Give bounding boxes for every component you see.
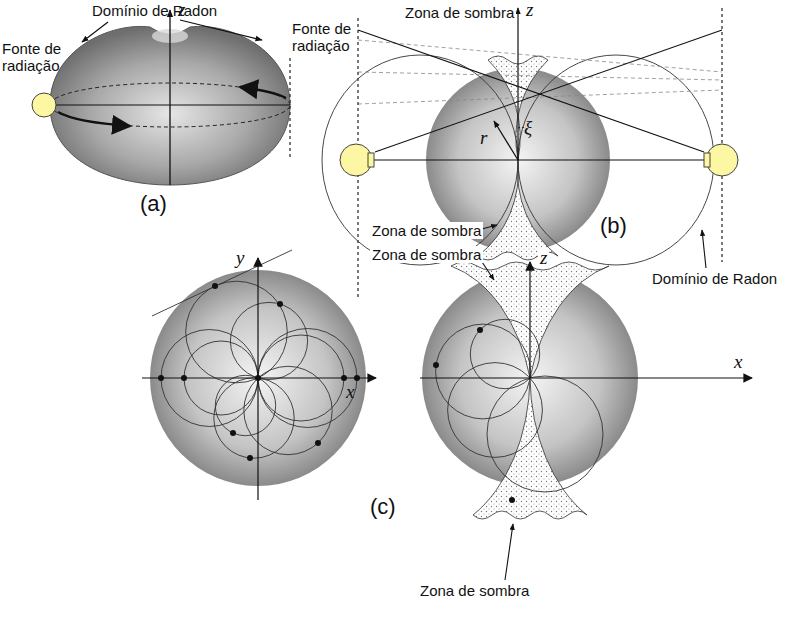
panel-label: (a) — [140, 192, 167, 216]
region-label: Domínio de Radon — [650, 270, 779, 287]
sphere-panel-c-right — [420, 256, 752, 580]
axis-label: x — [734, 352, 742, 372]
source-label: Fonte de radiação — [292, 20, 356, 54]
torus-panel — [32, 10, 290, 185]
axis-label: y — [236, 248, 244, 268]
axis-label: z — [526, 0, 533, 20]
region-label: Zona de sombra — [403, 4, 516, 21]
sphere-panel-b — [322, 8, 738, 300]
panel-label: (b) — [600, 214, 627, 238]
sphere-panel-c-left — [142, 250, 376, 500]
region-label: Zona de sombra — [418, 582, 531, 599]
axis-label: x — [346, 382, 354, 402]
angle-label: ξ — [524, 118, 532, 138]
vector-label: r — [480, 128, 487, 148]
axis-label: z — [178, 0, 185, 20]
region-label: Zona de sombra — [370, 246, 483, 263]
axis-label: z — [538, 248, 549, 268]
source-label: Fonte de radiação — [2, 40, 68, 74]
region-label: Zona de sombra — [370, 222, 483, 239]
panel-label: (c) — [370, 495, 396, 519]
region-label: Domínio de Radon — [92, 2, 217, 19]
